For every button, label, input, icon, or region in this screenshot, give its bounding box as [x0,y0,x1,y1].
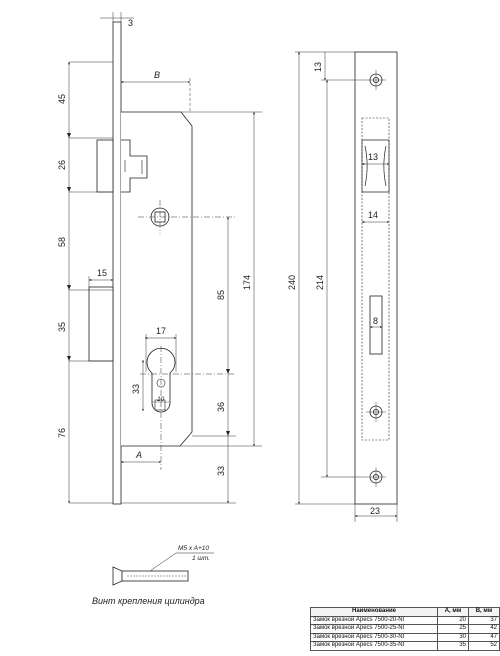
dim-bottom-offset: 76 [57,428,67,438]
bottom-screw-hole [366,467,386,487]
front-view-dimension-lines [295,51,398,522]
middle-screw-hole [366,402,386,422]
dim-deadbolt-projection: 15 [97,268,107,278]
deadbolt [88,286,114,362]
lock-case [121,111,193,447]
row-b-value: 52 [468,641,500,651]
table-row: Замок врезной Apecs 7500-35-NI 35 52 [310,641,500,651]
row-model-name: Замок врезной Apecs 7500-25-NI [310,624,438,634]
row-a-value: 20 [437,615,469,625]
latch-window [361,139,390,193]
table-row: Замок врезной Apecs 7500-25-NI 25 42 [310,624,500,634]
row-a-value: 35 [437,641,469,651]
screw-size-label: M5 x A+10 [178,545,209,552]
table-header-row: Наименование A, мм B, мм [310,607,500,617]
screw-quantity-label: 1 шт. [192,555,210,562]
dim-cylinder-height: 33 [131,384,141,394]
faceplate-front [354,51,398,505]
dim-cylinder-hole: 10 [157,396,165,403]
dim-cylinder-to-bottom: 36 [216,402,226,412]
cylinder-screw [112,552,214,586]
dim-latch-window-width: 14 [368,210,378,220]
row-b-value: 47 [468,632,500,642]
table-row: Замок врезной Apecs 7500-30-NI 30 47 [310,632,500,642]
dim-top-offset: 45 [57,94,67,104]
model-spec-table: Наименование A, мм B, мм Замок врезной A… [310,607,500,651]
dim-deadbolt-height: 35 [57,322,67,332]
front-view [354,51,398,505]
dim-faceplate-thickness: 3 [128,18,133,28]
dim-cylinder-backset-a: A [135,450,142,460]
dim-spindle-to-cylinder: 85 [216,290,226,300]
dim-latch-to-spindle: 58 [57,237,67,247]
row-a-value: 25 [437,624,469,634]
dim-latch-window: 13 [368,152,378,162]
case-hidden-outline [361,117,390,441]
faceplate-side [112,21,122,505]
top-screw-hole [366,70,386,90]
row-a-value: 30 [437,632,469,642]
dim-case-bottom-to-plate: 33 [216,466,226,476]
screw-caption: Винт крепления цилиндра [92,596,205,606]
header-name: Наименование [310,607,438,617]
table-row: Замок врезной Apecs 7500-20-NI 20 37 [310,615,500,625]
dim-plate-length: 240 [287,275,297,290]
row-b-value: 37 [468,615,500,625]
row-model-name: Замок врезной Apecs 7500-20-NI [310,615,438,625]
latch-bolt [96,139,114,193]
dim-bolt-window: 8 [373,316,378,326]
dim-plate-width: 23 [370,506,380,516]
row-model-name: Замок врезной Apecs 7500-30-NI [310,632,438,642]
dim-hole-spacing: 214 [315,275,325,290]
dim-plate-top-hole: 13 [313,62,323,72]
header-b: B, мм [468,607,500,617]
cylinder-keyway [146,347,176,413]
row-model-name: Замок врезной Apecs 7500-35-NI [310,641,438,651]
dim-cylinder-width: 17 [156,326,166,336]
dim-case-height: 174 [242,275,252,290]
dim-latch-height: 26 [57,160,67,170]
side-view-dimension-lines [67,12,262,504]
row-b-value: 42 [468,624,500,634]
bolt-window [369,295,383,355]
dim-backset-b: B [154,70,160,80]
side-view [88,21,193,505]
header-a: A, мм [437,607,469,617]
